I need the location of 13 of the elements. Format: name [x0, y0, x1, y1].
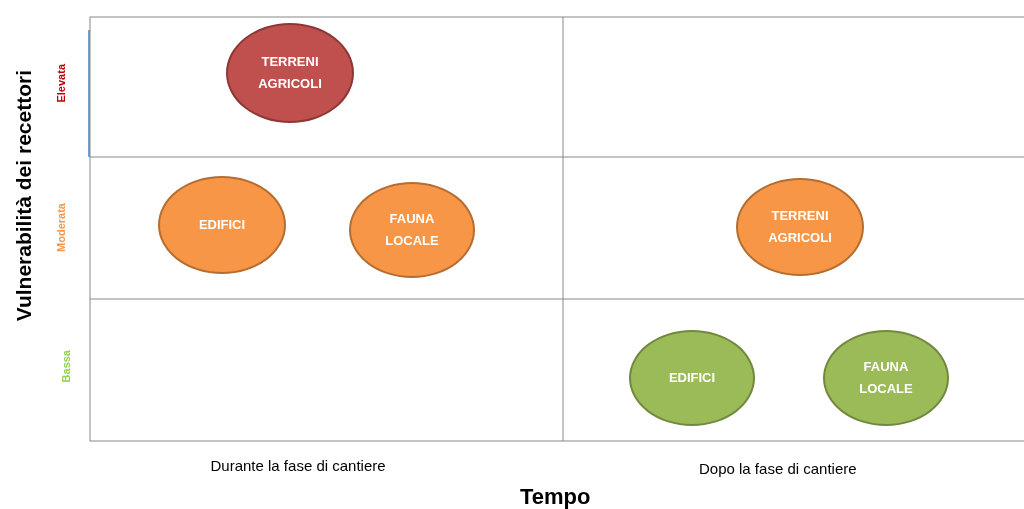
row-label: Elevata	[55, 64, 67, 103]
node-label: EDIFICI	[197, 216, 247, 234]
node-label: EDIFICI	[667, 369, 717, 387]
node-label: TERRENI AGRICOLI	[767, 207, 833, 247]
node-label: TERRENI AGRICOLI	[257, 53, 323, 93]
row-label: Bassa	[60, 350, 72, 383]
column-label: Dopo la fase di cantiere	[699, 460, 857, 477]
axis-title: Vulnerabilità dei recettori	[12, 70, 36, 322]
axis-title: Tempo	[520, 484, 591, 509]
row-label: Moderata	[55, 203, 67, 252]
node-label: FAUNA LOCALE	[858, 358, 914, 398]
node-label: FAUNA LOCALE	[384, 210, 440, 250]
column-label: Durante la fase di cantiere	[210, 457, 386, 474]
